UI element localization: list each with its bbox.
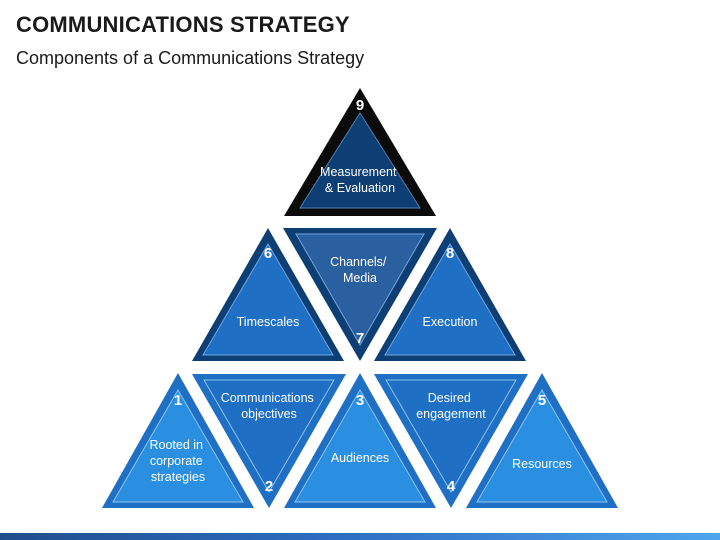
component-2: 2 Communications objectives bbox=[192, 374, 346, 508]
component-label-3: Audiences bbox=[331, 451, 389, 465]
component-4: 4 Desired engagement bbox=[374, 374, 528, 508]
component-number-6: 6 bbox=[264, 245, 272, 262]
component-5: 5 Resources bbox=[466, 373, 618, 508]
component-label-8: Execution bbox=[423, 315, 478, 329]
component-label-7: Channels/ Media bbox=[330, 255, 390, 285]
page-subtitle: Components of a Communications Strategy bbox=[16, 48, 365, 68]
component-8: 8 Execution bbox=[374, 228, 526, 361]
component-number-4: 4 bbox=[447, 478, 456, 495]
component-label-2: Communications objectives bbox=[221, 391, 318, 421]
page-title: COMMUNICATIONS STRATEGY bbox=[16, 12, 350, 37]
component-number-5: 5 bbox=[538, 392, 546, 409]
component-number-8: 8 bbox=[446, 245, 454, 262]
component-9: 9 Measurement & Evaluation bbox=[284, 88, 436, 216]
component-number-3: 3 bbox=[356, 392, 364, 409]
component-number-1: 1 bbox=[174, 392, 182, 409]
component-label-6: Timescales bbox=[237, 315, 300, 329]
component-label-4: Desired engagement bbox=[416, 391, 486, 421]
component-label-9: Measurement & Evaluation bbox=[320, 165, 400, 195]
component-1: 1 Rooted in corporate strategies bbox=[102, 373, 254, 508]
component-3: 3 Audiences bbox=[284, 373, 436, 508]
component-number-7: 7 bbox=[356, 330, 364, 347]
footer-accent-bar bbox=[0, 533, 720, 540]
component-label-5: Resources bbox=[512, 457, 572, 471]
component-label-1: Rooted in corporate strategies bbox=[150, 438, 207, 484]
component-7: 7 Channels/ Media bbox=[283, 228, 437, 361]
component-number-9: 9 bbox=[356, 97, 364, 114]
component-number-2: 2 bbox=[265, 478, 273, 495]
component-6: 6 Timescales bbox=[192, 228, 344, 361]
